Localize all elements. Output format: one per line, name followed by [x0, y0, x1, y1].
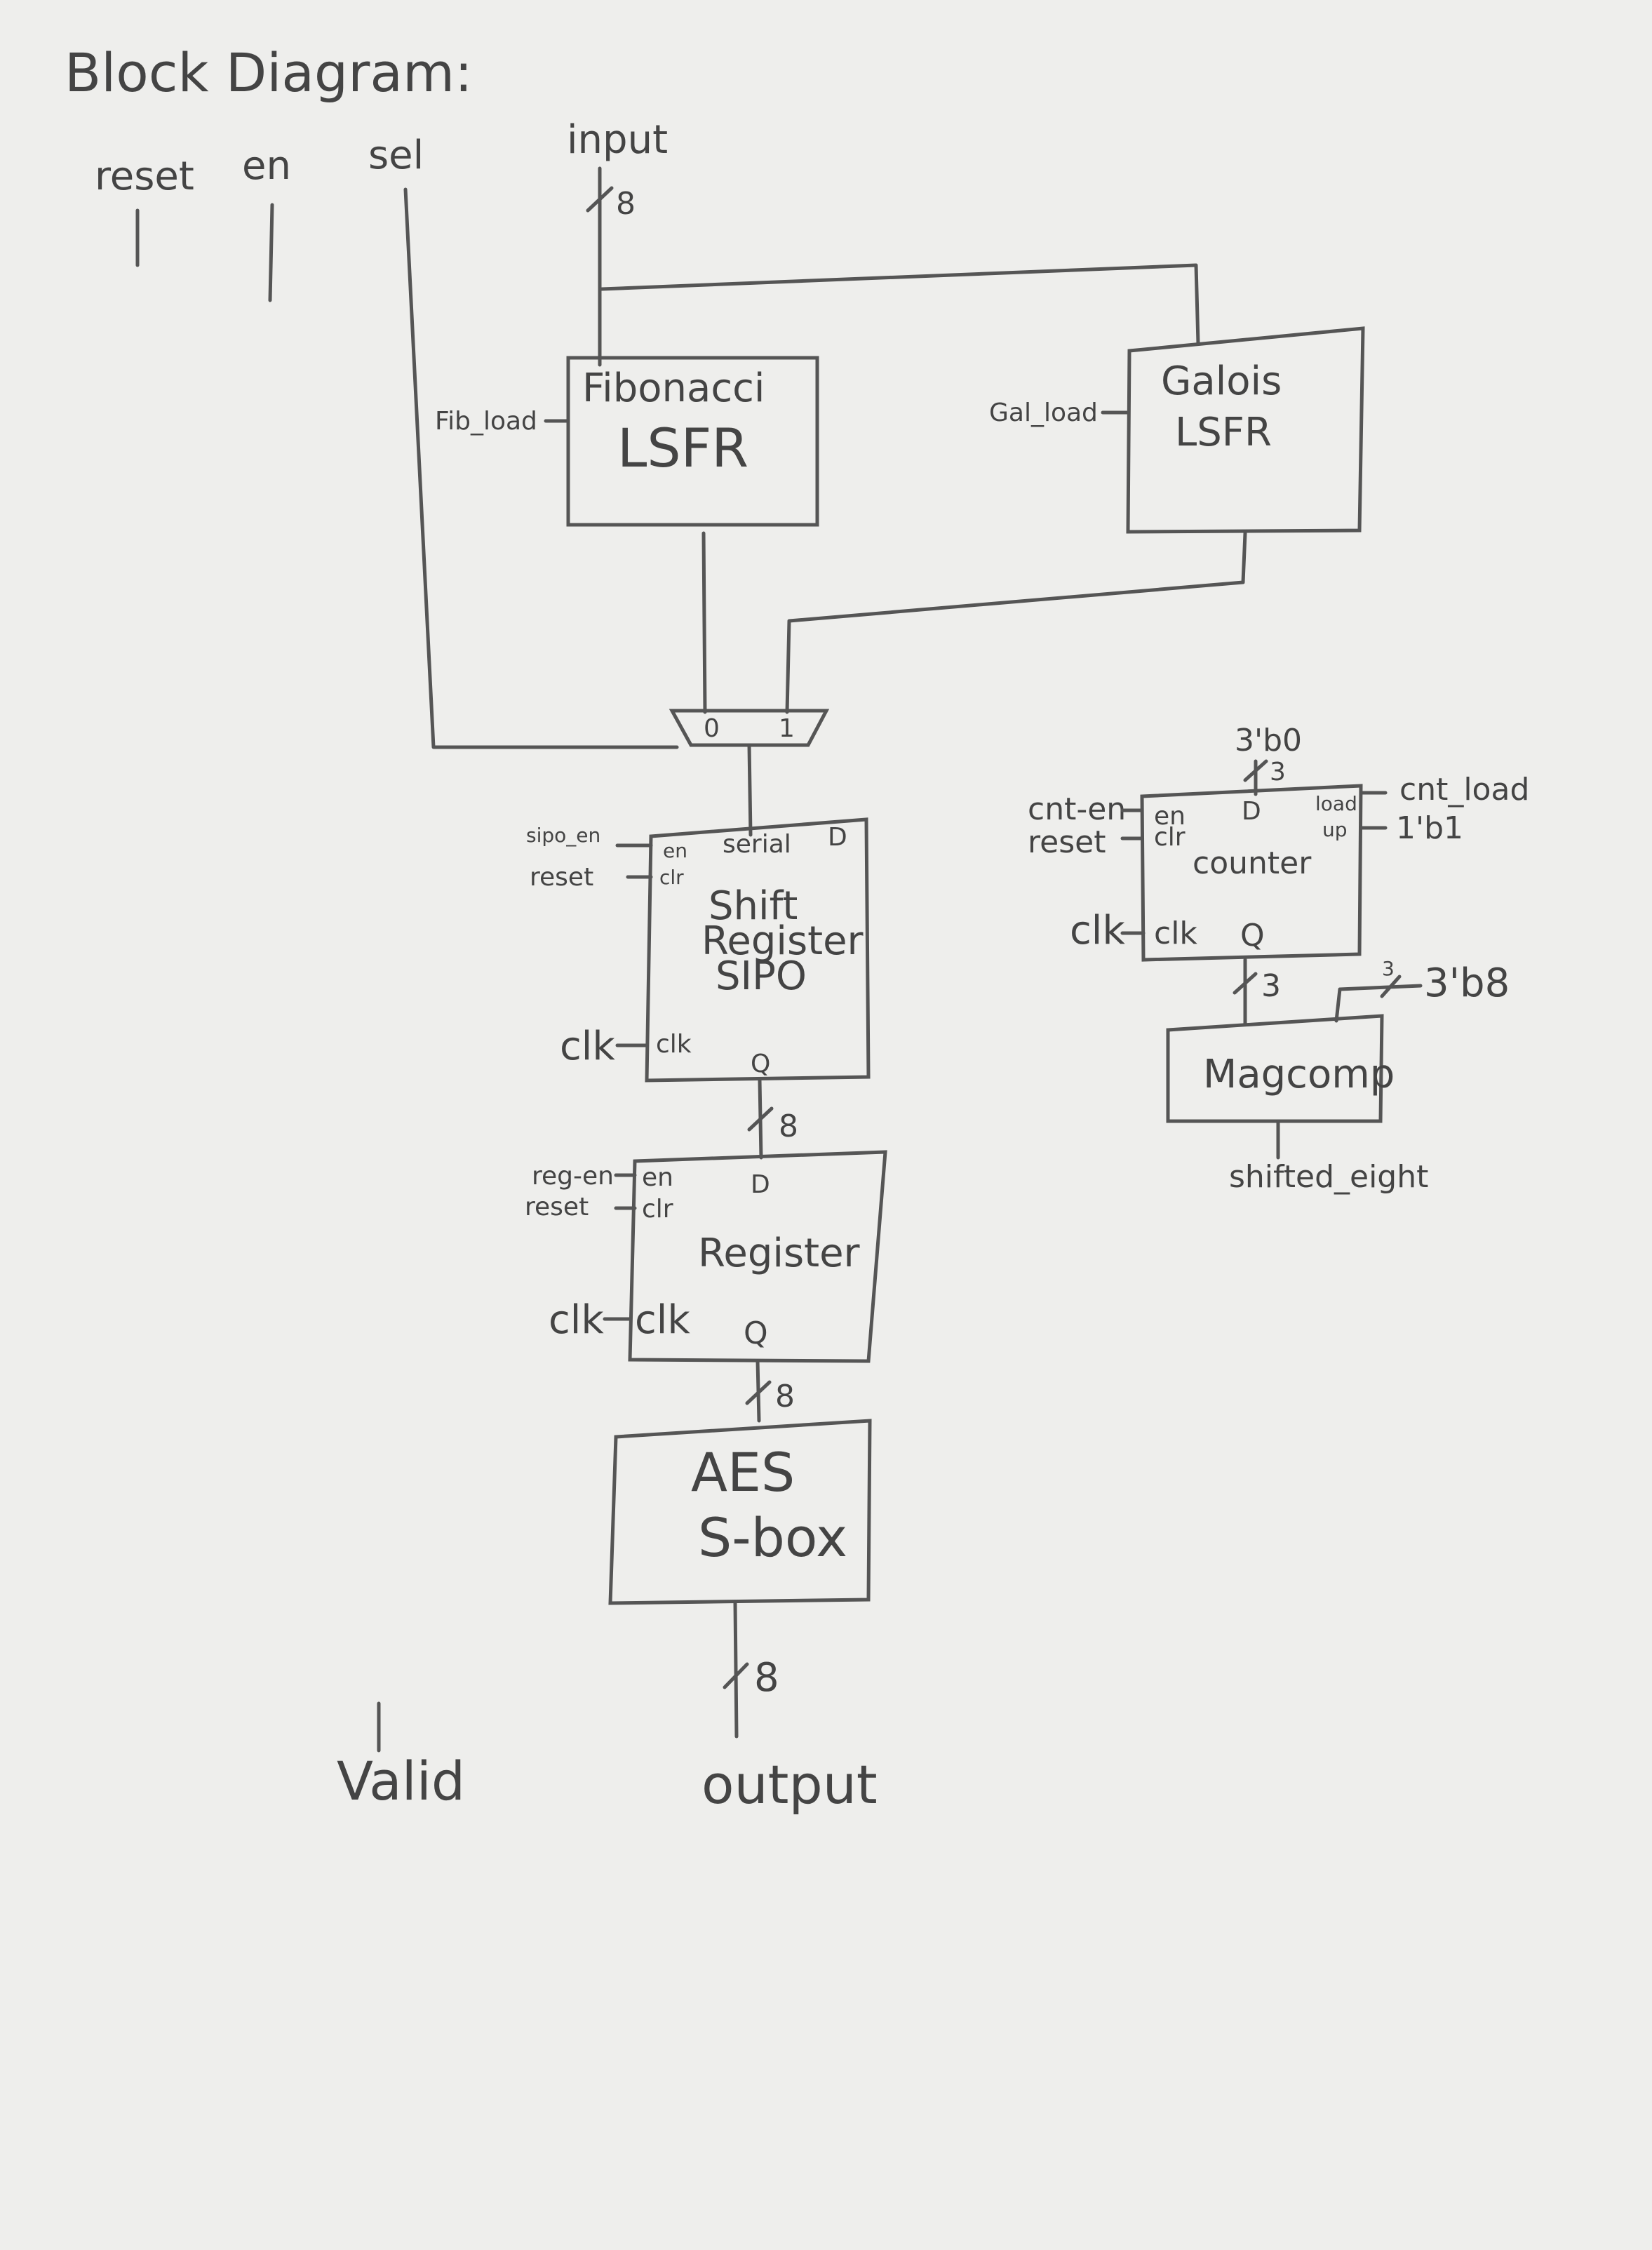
counter-clr-port: clr — [1154, 823, 1186, 852]
wire-sel-to-mux — [403, 187, 679, 749]
gal-name-1: Galois — [1161, 359, 1282, 404]
register-en-port: en — [642, 1163, 673, 1192]
counter-en-port: en — [1154, 802, 1186, 831]
fib-load-label: Fib_load — [435, 407, 537, 436]
magcomp-name: Magcomp — [1203, 1052, 1395, 1097]
input-label-en: en — [242, 143, 291, 189]
bus-slash-register — [745, 1380, 772, 1405]
sipo-clr-port: clr — [659, 866, 684, 889]
mux-in1: 1 — [779, 714, 795, 743]
sipo-shift-register-block — [645, 817, 871, 1083]
register-q-port: Q — [744, 1315, 768, 1351]
register-clk-port: clk — [635, 1297, 690, 1343]
aes-name-2: S-box — [698, 1506, 847, 1569]
wire-fib-to-mux — [701, 531, 707, 714]
magcomp-block — [1166, 1014, 1384, 1123]
register-name: Register — [698, 1231, 861, 1276]
wire-mux-to-sipo — [747, 743, 753, 837]
counter-d-width: 3 — [1270, 758, 1286, 786]
magcomp-const: 3'b8 — [1424, 960, 1510, 1006]
sipo-q-port: Q — [751, 1050, 770, 1078]
aes-name-1: AES — [691, 1441, 795, 1504]
fib-name-2: LSFR — [617, 417, 748, 479]
register-reset-signal: reset — [525, 1193, 589, 1221]
sipo-reset-signal: reset — [530, 863, 593, 892]
output-label: output — [701, 1753, 878, 1816]
bus-slash-input — [586, 186, 614, 213]
sipo-clk-port: clk — [656, 1030, 692, 1059]
counter-block — [1140, 784, 1363, 962]
fibonacci-lsfr-block — [566, 356, 819, 527]
magcomp-const-width: 3 — [1382, 957, 1395, 980]
aes-sbox-block — [608, 1419, 872, 1605]
counter-load-signal: cnt_load — [1399, 772, 1529, 808]
magcomp-output: shifted_eight — [1229, 1159, 1428, 1195]
bus-slash-counter-q — [1233, 972, 1258, 995]
input-label-reset: reset — [95, 154, 194, 199]
counter-reset-signal: reset — [1028, 824, 1106, 860]
counter-d-const: 3'b0 — [1235, 723, 1302, 758]
bus-slash-counter-d — [1243, 759, 1268, 782]
wire-aes-to-output — [733, 1601, 739, 1739]
input-bus-width: 8 — [616, 186, 636, 222]
wire-galois-to-mux — [785, 531, 1247, 714]
mux — [669, 709, 830, 747]
sipo-serial-port: serial — [723, 830, 791, 859]
input-label-input: input — [567, 117, 668, 163]
sipo-en-port: en — [663, 839, 687, 862]
counter-out-width: 3 — [1261, 968, 1281, 1004]
register-clk-signal: clk — [549, 1297, 604, 1343]
counter-d-port: D — [1242, 797, 1261, 826]
counter-clk-signal: clk — [1070, 908, 1125, 953]
counter-en-signal: cnt-en — [1028, 791, 1126, 827]
register-en-signal: reg-en — [532, 1162, 614, 1191]
fib-name-1: Fibonacci — [582, 366, 765, 411]
register-clr-port: clr — [642, 1195, 673, 1224]
valid-label: Valid — [337, 1750, 465, 1812]
wire-input-to-galois — [600, 263, 1200, 346]
bus-slash-magcomp — [1380, 975, 1402, 998]
gal-name-2: LSFR — [1175, 410, 1272, 455]
counter-clk-port: clk — [1154, 916, 1197, 951]
sipo-d-port: D — [828, 823, 847, 852]
counter-up-port: up — [1322, 818, 1348, 841]
sipo-clk-signal: clk — [560, 1024, 615, 1069]
sipo-en-signal: sipo_en — [526, 824, 600, 847]
aes-out-width: 8 — [754, 1655, 779, 1701]
sipo-name-1: Shift — [709, 883, 798, 929]
wire-en-stub — [268, 203, 274, 302]
register-d-port: D — [751, 1170, 770, 1199]
counter-up-const: 1'b1 — [1396, 810, 1463, 846]
sipo-name-2: Register — [701, 918, 864, 964]
counter-q-port: Q — [1240, 918, 1265, 953]
register-out-width: 8 — [775, 1379, 795, 1414]
gal-load-label: Gal_load — [989, 399, 1098, 427]
register-block — [628, 1150, 887, 1363]
diagram-title: Block Diagram: — [65, 41, 473, 104]
input-label-sel: sel — [368, 133, 424, 178]
mux-in0: 0 — [704, 714, 720, 743]
bus-slash-aes — [723, 1662, 749, 1689]
counter-name: counter — [1193, 845, 1312, 881]
counter-load-port: load — [1315, 792, 1357, 815]
sipo-name-3: SIPO — [716, 953, 807, 999]
bus-slash-sipo — [747, 1106, 774, 1132]
sipo-out-width: 8 — [779, 1109, 798, 1144]
wire-magcomp-const — [1334, 984, 1423, 1023]
galois-lsfr-block — [1126, 326, 1365, 534]
